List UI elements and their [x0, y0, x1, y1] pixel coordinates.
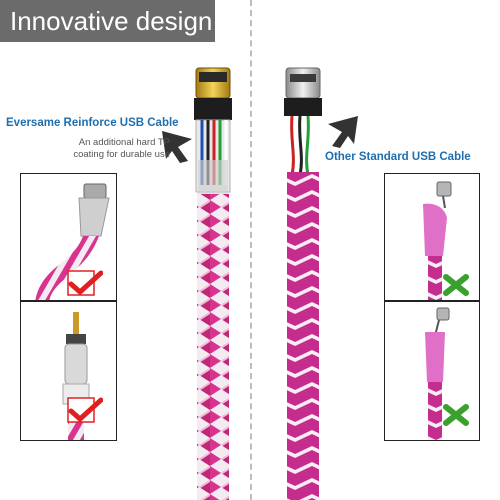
eversame-panel-bend: [20, 173, 117, 301]
cross-icon: [443, 404, 469, 426]
eversame-cable-label: Eversame Reinforce USB Cable: [6, 117, 179, 129]
standard-cable-illustration: [284, 67, 322, 500]
eversame-description-line2: coating for durable use: [73, 149, 170, 160]
right-pointer-arrow: [328, 116, 358, 148]
standard-bent-cable-image: [423, 181, 452, 300]
check-icon: [67, 397, 103, 423]
other-cable-label: Other Standard USB Cable: [325, 151, 471, 163]
page-title: Innovative design: [10, 6, 213, 36]
page-title-banner: Innovative design: [0, 0, 215, 42]
cross-icon: [443, 274, 469, 296]
left-pointer-arrow: [162, 131, 192, 163]
standard-panel-bend: [384, 173, 480, 301]
standard-broken-cable-image: [425, 307, 450, 440]
center-divider: [250, 0, 252, 500]
eversame-panel-broken: [20, 301, 117, 441]
eversame-description-line1: An additional hard TP: [78, 137, 170, 148]
eversame-cable-illustration: [194, 67, 232, 500]
eversame-cable-description: An additional hard TP coating for durabl…: [30, 137, 170, 161]
eversame-bent-cable-image: [35, 183, 110, 300]
standard-panel-broken: [384, 301, 480, 441]
check-icon: [67, 270, 103, 296]
